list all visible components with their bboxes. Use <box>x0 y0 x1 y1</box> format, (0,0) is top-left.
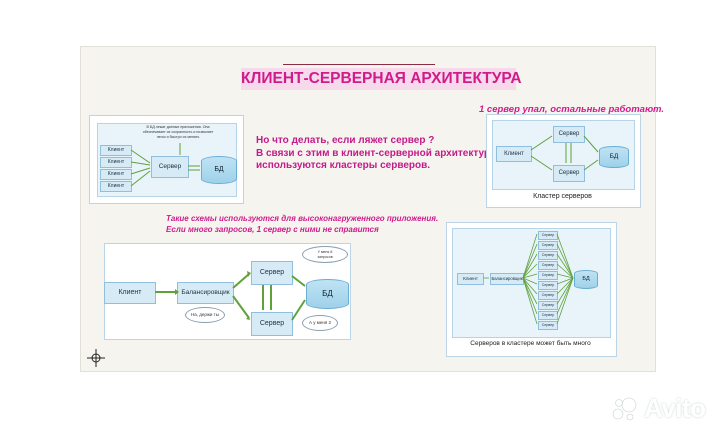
db-cylinder: БД <box>599 146 629 168</box>
question-line-2: В связи с этим в клиент-серверной архите… <box>256 147 496 159</box>
note-middle-line-1: Такие схемы используются для высоконагру… <box>166 214 439 223</box>
client-box: Клиент <box>104 282 156 304</box>
server-box: Сервер <box>538 281 558 290</box>
question-line-1: Но что делать, если ляжет сервер ? <box>256 135 435 146</box>
avito-logo-icon <box>612 397 637 420</box>
question-line-3: используются кластеры серверов. <box>256 160 431 171</box>
speech-bubble: На, держи ты <box>185 307 225 323</box>
bubble-top-line-2: запросов <box>317 255 333 259</box>
server-box: Сервер <box>553 126 585 143</box>
server-box: Сервер <box>251 261 293 285</box>
db-note-line-1: В БД лежат данные приложения. Она <box>146 125 210 129</box>
db-cylinder: БД <box>306 279 349 309</box>
client-box: Клиент <box>457 273 484 285</box>
note-middle: Такие схемы используются для высоконагру… <box>166 213 438 235</box>
note-middle-line-2: Если много запросов, 1 сервер с ними не … <box>166 225 379 234</box>
crosshair-icon <box>87 349 105 367</box>
server-box: Сервер <box>538 261 558 270</box>
avito-watermark: Avito <box>612 393 706 424</box>
client-box: Клиент <box>100 169 132 180</box>
speech-bubble: У меня 8 запросов <box>302 246 348 263</box>
server-box: Сервер <box>538 271 558 280</box>
question-text: Но что делать, если ляжет сервер ? В свя… <box>256 135 496 173</box>
client-box: Клиент <box>100 181 132 192</box>
server-box: Сервер <box>553 165 585 182</box>
slide-title: КЛИЕНТ-СЕРВЕРНАЯ АРХИТЕКТУРА <box>241 68 522 90</box>
diagram-many-servers <box>446 222 617 357</box>
server-box: Сервер <box>538 301 558 310</box>
db-cylinder: БД <box>574 270 598 289</box>
server-box: Сервер <box>251 312 293 336</box>
many-servers-caption: Серверов в кластере может быть много <box>470 340 591 347</box>
db-note-line-2: обеспечивает их сохранность и позволяет <box>142 130 214 134</box>
server-box: Сервер <box>538 291 558 300</box>
server-box: Сервер <box>151 156 189 178</box>
speech-bubble: А у меня 2 <box>302 315 338 331</box>
title-underline <box>283 64 435 65</box>
note-top-right: 1 сервер упал, остальные работают. <box>479 104 665 115</box>
server-box: Сервер <box>538 321 558 330</box>
bubble-top-line-1: У меня 8 <box>317 250 333 254</box>
client-box: Клиент <box>496 146 532 162</box>
db-cylinder: БД <box>201 156 237 184</box>
cluster-caption: Кластер серверов <box>533 193 592 200</box>
balancer-box: Балансировщик <box>177 282 234 304</box>
server-box: Сервер <box>538 311 558 320</box>
db-note: В БД лежат данные приложения. Она обеспе… <box>132 125 224 140</box>
balancer-box: Балансировщик <box>490 273 524 285</box>
avito-watermark-text: Avito <box>644 393 706 423</box>
server-box: Сервер <box>538 251 558 260</box>
db-note-line-3: легко и быстро их менять <box>156 135 200 139</box>
